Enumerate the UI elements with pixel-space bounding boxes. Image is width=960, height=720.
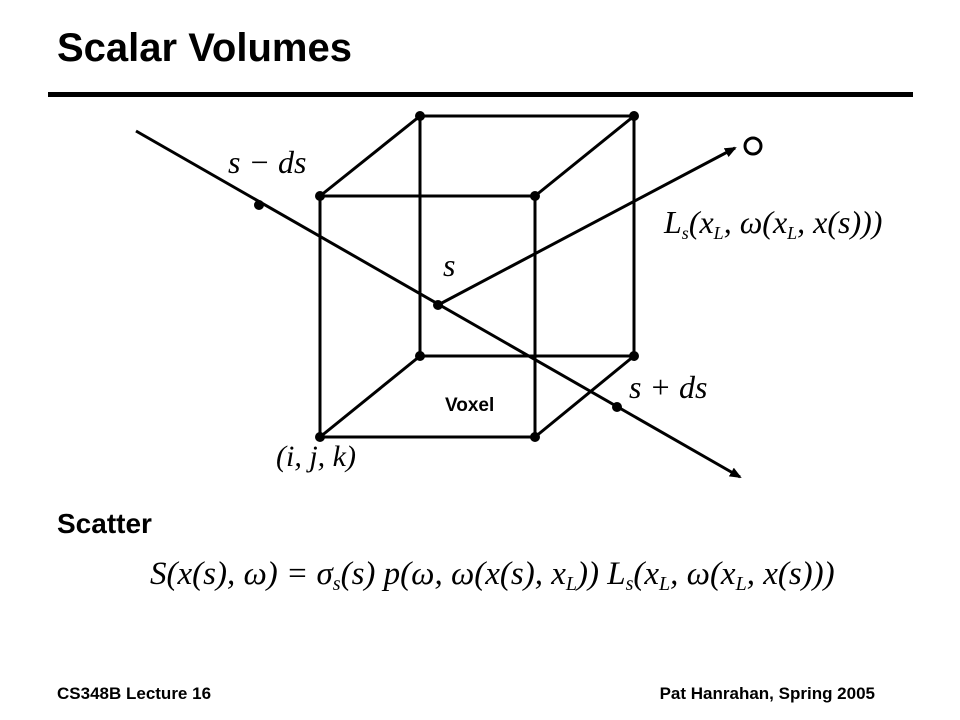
corner-dot	[315, 191, 325, 201]
radiance-args-sub-1: L	[713, 223, 724, 243]
cube-corner-dots	[315, 111, 639, 442]
corner-dot	[530, 191, 540, 201]
equation-sigma: σ	[316, 556, 333, 592]
label-s-plus-ds: s + ds	[629, 369, 708, 405]
corner-dot	[415, 351, 425, 361]
equation-part-2: )) L	[576, 556, 626, 592]
cube-bottom-right-depth-edge	[534, 354, 635, 439]
light-source-icon	[743, 136, 763, 156]
sample-point-s	[433, 300, 443, 310]
footer-course: CS348B Lecture 16	[57, 684, 212, 703]
section-heading-scatter: Scatter	[57, 508, 152, 539]
footer-author: Pat Hanrahan, Spring 2005	[659, 684, 875, 703]
equation-part-3: (x	[633, 556, 660, 592]
equation-part-1-subscript: L	[565, 573, 577, 595]
radiance-subscript: s	[682, 223, 689, 243]
radiance-args-1: (x	[689, 204, 714, 240]
sample-point-s-minus-ds	[254, 200, 264, 210]
label-light-radiance: Ls(xL, ω(xL, x(s)))	[663, 204, 882, 243]
label-ijk: (i, j, k)	[276, 440, 356, 473]
radiance-args-sub-2: L	[786, 223, 797, 243]
equation-part-4: , ω(x	[670, 556, 736, 592]
equation-sigma-subscript: s	[332, 573, 341, 595]
equation-part-5: , x(s)))	[746, 556, 835, 592]
corner-dot	[629, 111, 639, 121]
cube-bottom-left-depth-edge	[319, 354, 421, 439]
equation-part-1: (s) p(ω, ω(x(s), x	[340, 556, 566, 592]
radiance-args-2: , ω(x	[724, 204, 787, 240]
equation-part-4-subscript: L	[735, 573, 747, 595]
corner-dot	[629, 351, 639, 361]
cube-top-left-depth-edge	[319, 114, 421, 198]
equation-part-2-subscript: s	[625, 573, 634, 595]
label-voxel: Voxel	[445, 395, 494, 416]
scatter-equation: S(x(s), ω) = σs(s) p(ω, ω(x(s), xL)) Ls(…	[150, 556, 835, 596]
label-s-minus-ds: s − ds	[228, 144, 307, 180]
cube-top-right-depth-edge	[534, 114, 635, 198]
corner-dot	[530, 432, 540, 442]
corner-dot	[315, 432, 325, 442]
sample-point-s-plus-ds	[612, 402, 622, 412]
label-s: s	[443, 247, 455, 283]
slide-title: Scalar Volumes	[57, 26, 352, 70]
light-ray-arrow	[437, 146, 737, 307]
radiance-symbol: L	[663, 204, 682, 240]
title-divider	[48, 92, 913, 97]
corner-dot	[415, 111, 425, 121]
radiance-args-3: , x(s)))	[797, 204, 882, 240]
equation-lhs: S(x(s), ω) =	[150, 556, 317, 592]
equation-part-3-subscript: L	[659, 573, 671, 595]
